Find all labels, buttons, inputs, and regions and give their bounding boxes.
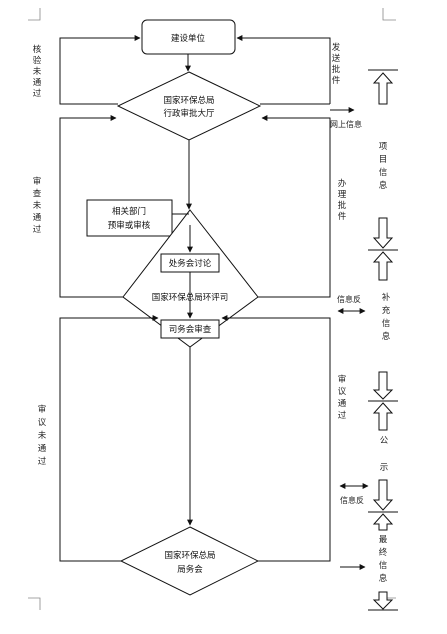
- down-arrow-icon: [372, 217, 394, 249]
- down-arrow-icon: [372, 591, 394, 610]
- send-approval-label-char: 批: [332, 64, 341, 75]
- send-approval-label-char: 送: [332, 53, 341, 64]
- review-failed-label-char: 审: [33, 176, 42, 187]
- handle-approval-label-char: 理: [338, 190, 347, 200]
- check-failed-label-char: 过: [33, 88, 42, 99]
- project-info-label-char: 项: [379, 142, 388, 152]
- related-dept-node: 相关部门 预审或审核: [86, 199, 173, 237]
- supplement-info-label-char: 息: [382, 331, 391, 342]
- side-arrows: [368, 69, 398, 611]
- edge-labels: 核验未通过发送批件审查未通过办理批件审议未通过审议通过项目信息补充信息公示最终信…: [33, 42, 391, 584]
- publicity-label-char: 示: [380, 463, 389, 473]
- up-arrow-icon: [372, 513, 394, 531]
- check-failed-label-char: 验: [33, 55, 42, 66]
- info-feedback-label-2: 信息反: [340, 495, 364, 505]
- deliberation-failed-label-char: 通: [38, 443, 47, 454]
- down-arrow-icon: [372, 371, 394, 400]
- bureau-meeting-node: 国家环保总局 局务会: [119, 526, 260, 596]
- up-arrow-icon: [372, 251, 394, 281]
- deliberation-failed-label-char: 审: [38, 404, 47, 415]
- check-failed-label-char: 未: [33, 66, 42, 77]
- deliberation-failed-label-char: 议: [38, 418, 47, 428]
- final-info-label-char: 信: [379, 560, 388, 571]
- check-failed-label-char: 通: [33, 77, 42, 88]
- supplement-info-label-char: 充: [382, 305, 391, 316]
- review-failed-label-char: 未: [33, 200, 42, 211]
- review-failed-label-char: 过: [33, 224, 42, 235]
- admin-hall-label-1: 国家环保总局: [163, 95, 214, 106]
- construction-unit-label: 建设单位: [171, 33, 206, 44]
- bureau-review-label: 司务会审查: [169, 324, 212, 335]
- send-approval-label-char: 发: [332, 42, 341, 53]
- online-info-label: 网上信息: [330, 119, 362, 129]
- up-arrow-icon: [372, 402, 394, 431]
- bureau-meeting-label-2: 局务会: [177, 564, 203, 575]
- publicity-label-char: 公: [380, 436, 389, 446]
- final-info-label-char: 最: [379, 535, 388, 545]
- bureau-meeting-label-1: 国家环保总局: [164, 550, 215, 561]
- construction-unit-node: 建设单位: [141, 19, 236, 55]
- deliberation-passed-label-char: 审: [338, 374, 347, 385]
- check-failed-label-char: 核: [33, 44, 42, 55]
- handle-approval-label-char: 办: [338, 178, 347, 189]
- supplement-info-label-char: 信: [382, 318, 391, 329]
- info-feedback-label-1: 信息反: [337, 294, 361, 304]
- supplement-info-label-char: 补: [382, 292, 391, 303]
- final-info-label-char: 终: [379, 547, 388, 558]
- deliberation-failed-label-char: 未: [38, 430, 47, 441]
- handle-approval-label-char: 批: [338, 200, 347, 211]
- publicity-label: 公示: [380, 436, 389, 473]
- division-discussion-label: 处务会讨论: [169, 258, 212, 269]
- project-info-label-char: 目: [379, 155, 388, 165]
- deliberation-passed-label-char: 通: [338, 398, 347, 409]
- admin-hall-label-2: 行政审批大厅: [163, 108, 215, 119]
- project-info-label-char: 息: [379, 180, 388, 191]
- handle-approval-label-char: 件: [338, 211, 347, 222]
- final-info-label-char: 息: [379, 573, 388, 584]
- deliberation-passed-label-char: 议: [338, 387, 347, 397]
- related-dept-label-2: 预审或审核: [108, 220, 151, 231]
- review-failed-label-char: 通: [33, 212, 42, 223]
- review-failed-label-char: 查: [33, 188, 42, 199]
- up-arrow-icon: [372, 72, 394, 105]
- edges: [59, 35, 369, 570]
- down-arrow-icon: [372, 479, 394, 511]
- bureau-review-node: 司务会审查: [160, 319, 220, 339]
- deliberation-passed-label-char: 过: [338, 410, 347, 421]
- deliberation-failed-label-char: 过: [38, 456, 47, 467]
- project-info-label-char: 信: [379, 167, 388, 178]
- send-approval-label-char: 件: [332, 75, 341, 86]
- admin-hall-node: 国家环保总局 行政审批大厅: [116, 71, 262, 141]
- related-dept-label-1: 相关部门: [112, 206, 146, 217]
- division-discussion-node: 处务会讨论: [160, 253, 220, 273]
